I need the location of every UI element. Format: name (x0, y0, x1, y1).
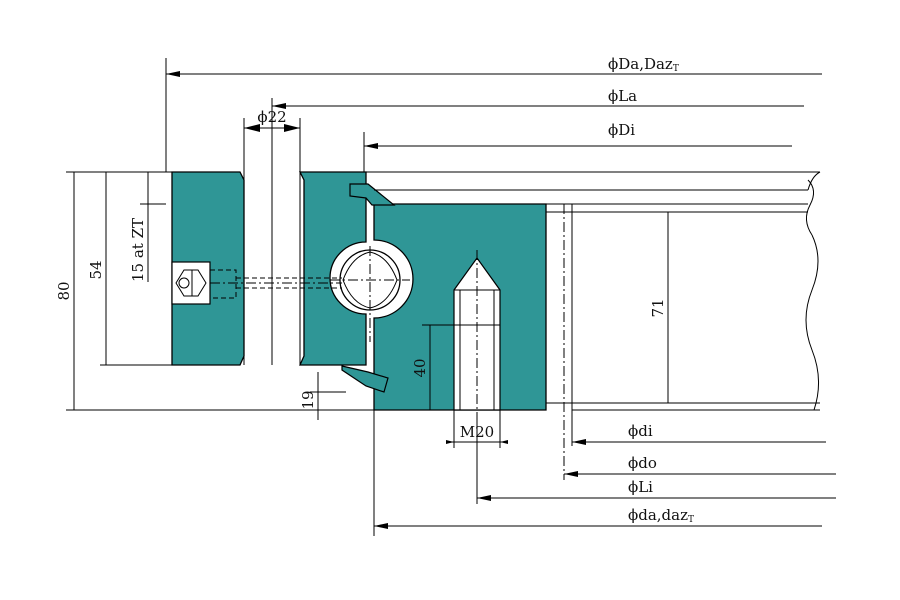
dim-height-total: 80 (55, 281, 73, 300)
dim-thread-depth: 40 (411, 358, 429, 377)
dim-height-inner: 71 (649, 298, 667, 317)
seals (341, 183, 396, 393)
dim-Li: ϕLi (628, 478, 653, 496)
dim-thread: M20 (460, 423, 494, 441)
outer-ring-right (298, 171, 367, 366)
dim-teeth: 15 at ZT (129, 218, 147, 282)
dim-Da: ϕDa,DazT (608, 55, 679, 74)
grease-nipple (171, 261, 342, 305)
inner-ring-section (373, 203, 547, 420)
threaded-hole (453, 256, 501, 411)
ring-silhouette (366, 171, 821, 411)
dim-do: ϕdo (628, 454, 657, 472)
inner-diameter-dims: ϕdi ϕdo ϕLi ϕda,dazT (373, 204, 836, 536)
thread-dim: M20 (446, 410, 508, 448)
seal-bottom (341, 365, 389, 393)
dim-La: ϕLa (608, 87, 637, 105)
dim-da: ϕda,dazT (628, 506, 694, 525)
dim-Di: ϕDi (608, 121, 635, 139)
seal-top (349, 183, 396, 206)
ball-raceway (330, 246, 410, 342)
height-dimensions: 80 54 15 at ZT 19 40 71 (55, 171, 669, 420)
dim-di: ϕdi (628, 422, 653, 440)
outer-diameter-dims: ϕDa,DazT ϕLa ϕDi (165, 55, 822, 365)
dim-gap: 19 (299, 390, 317, 409)
dim-height-outer: 54 (87, 260, 105, 279)
